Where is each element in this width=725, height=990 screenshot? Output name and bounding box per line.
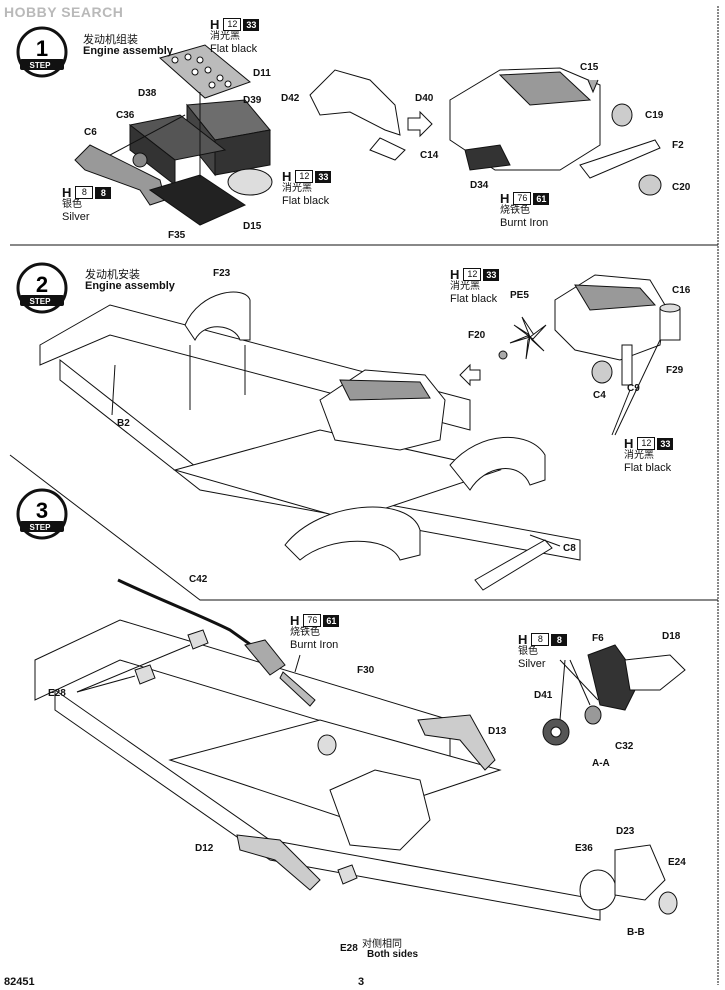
part-label: E28: [48, 688, 66, 699]
step-1-title-en: Engine assembly: [83, 45, 173, 57]
svg-text:3: 3: [36, 498, 48, 523]
part-label: D39: [243, 95, 262, 106]
part-label: C16: [672, 285, 691, 296]
part-label: D11: [253, 68, 271, 79]
svg-text:STEP: STEP: [30, 61, 52, 70]
svg-text:STEP: STEP: [30, 523, 52, 532]
part-label: C14: [420, 150, 439, 161]
page-number: 3: [358, 976, 365, 988]
step-2-badge: 2 STEP: [16, 262, 68, 314]
part-label: E28: [340, 943, 358, 954]
part-label: C9: [627, 383, 640, 394]
product-code: 82451: [4, 976, 35, 988]
svg-text:STEP: STEP: [30, 297, 52, 306]
svg-text:2: 2: [36, 272, 48, 297]
part-label: F2: [672, 140, 684, 151]
part-label: C19: [645, 110, 664, 121]
part-label: C4: [593, 390, 606, 401]
part-label: D38: [138, 88, 157, 99]
part-label: C20: [672, 182, 691, 193]
part-label: D40: [415, 93, 434, 104]
note-en: Both sides: [367, 949, 419, 960]
part-label: F35: [168, 230, 186, 241]
part-label: D41: [534, 690, 553, 701]
part-label: C42: [189, 574, 208, 585]
step-3-badge: 3 STEP: [16, 488, 68, 540]
step-2-title-en: Engine assembly: [85, 280, 175, 292]
part-label: D13: [488, 726, 507, 737]
step-2-title-cn: 发动机安装: [85, 269, 140, 281]
svg-text:1: 1: [36, 36, 48, 61]
part-label: D15: [243, 221, 262, 232]
view-label: B-B: [627, 927, 645, 938]
step1-drawing: [74, 44, 662, 226]
part-label: C32: [615, 741, 634, 752]
step-1-badge: 1 STEP: [16, 26, 68, 78]
part-label: F6: [592, 633, 604, 644]
part-label: F20: [468, 330, 486, 341]
part-label: C15: [580, 62, 599, 73]
part-label: C8: [563, 543, 576, 554]
part-label: D23: [616, 826, 635, 837]
step2-drawing: [39, 274, 681, 591]
part-label: F29: [666, 365, 684, 376]
step3-drawing: [34, 578, 686, 921]
part-label: F30: [357, 665, 375, 676]
part-label: D18: [662, 631, 681, 642]
step-1-title-cn: 发动机组装: [83, 34, 138, 46]
watermark-logo: HOBBY SEARCH: [4, 4, 124, 20]
view-label: A-A: [592, 758, 610, 769]
part-label: C36: [116, 110, 135, 121]
part-label: E24: [668, 857, 686, 868]
part-label: F23: [213, 268, 231, 279]
part-label: D42: [281, 93, 300, 104]
part-label: B2: [117, 418, 130, 429]
part-label: E36: [575, 843, 593, 854]
part-label: PE5: [510, 290, 529, 301]
part-label: C6: [84, 127, 97, 138]
part-label: D34: [470, 180, 489, 191]
part-label: D12: [195, 843, 214, 854]
note-cn: 对侧相同: [362, 939, 402, 950]
